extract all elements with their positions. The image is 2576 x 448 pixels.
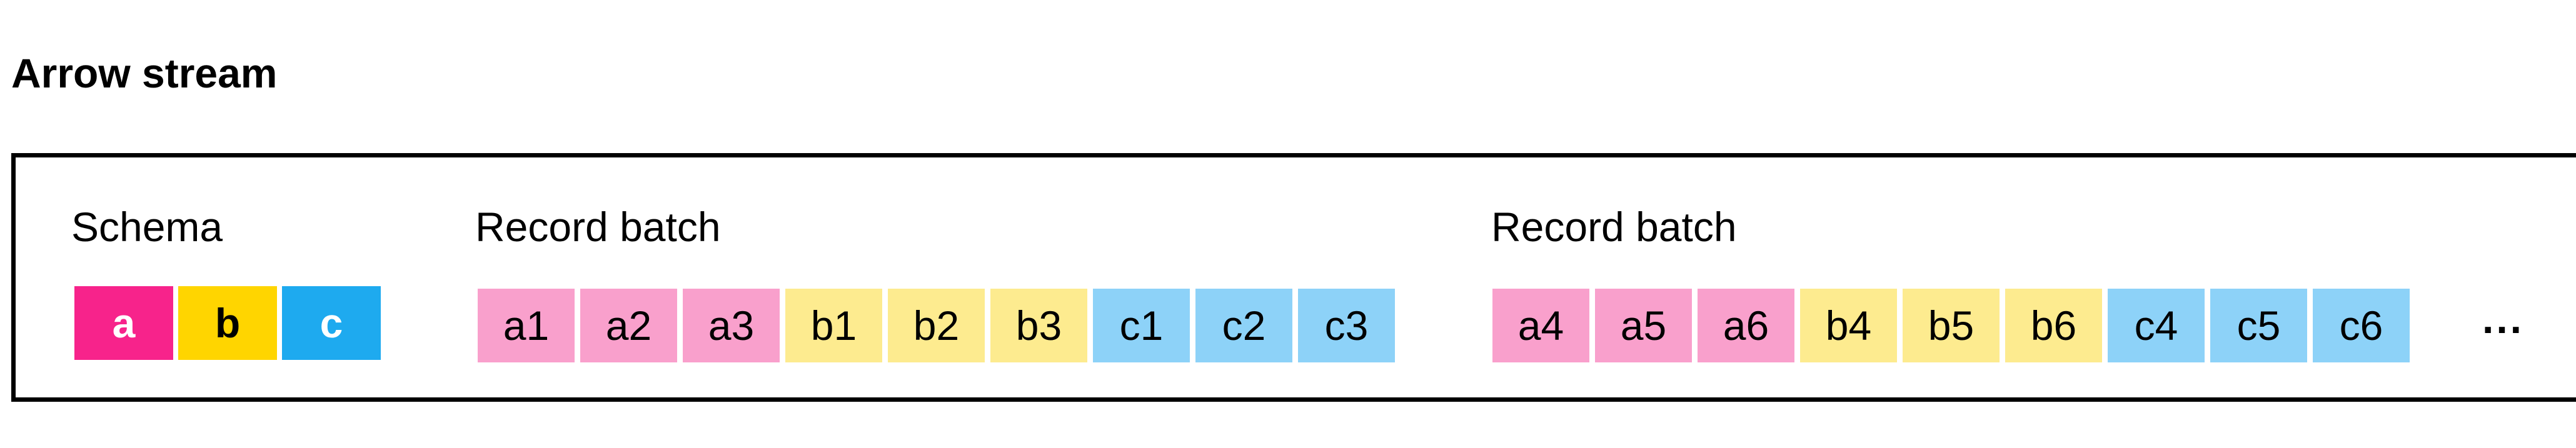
batch-2-cell-a5: a5 (1595, 289, 1692, 362)
batch-2-cell-a6: a6 (1698, 289, 1794, 362)
batch-2-cell-c4: c4 (2108, 289, 2205, 362)
batch-1-cell-c3: c3 (1298, 289, 1395, 362)
batch-1-cell-a1: a1 (478, 289, 575, 362)
batch-1-cell-b1: b1 (785, 289, 882, 362)
batch-2-cell-a4: a4 (1492, 289, 1589, 362)
batch-2-cell-c6: c6 (2313, 289, 2410, 362)
batch-1-cell-a3: a3 (683, 289, 780, 362)
batch-1-cell-b3: b3 (990, 289, 1087, 362)
record-batch-1-label: Record batch (475, 204, 721, 250)
batch-1-cell-c2: c2 (1195, 289, 1292, 362)
batch-2-cell-b5: b5 (1903, 289, 2000, 362)
stream-continuation-ellipsis: ... (2482, 296, 2525, 342)
schema-field-a: a (74, 286, 173, 360)
schema-label: Schema (71, 204, 223, 250)
batch-1-cell-a2: a2 (580, 289, 677, 362)
batch-1-cell-c1: c1 (1093, 289, 1190, 362)
arrow-stream-frame (11, 153, 2576, 402)
record-batch-2-label: Record batch (1491, 204, 1737, 250)
diagram-title: Arrow stream (11, 50, 278, 96)
batch-2-cell-b4: b4 (1800, 289, 1897, 362)
batch-2-cell-b6: b6 (2005, 289, 2102, 362)
schema-field-b: b (178, 286, 277, 360)
batch-1-cell-b2: b2 (888, 289, 985, 362)
schema-field-c: c (282, 286, 381, 360)
batch-2-cell-c5: c5 (2210, 289, 2307, 362)
